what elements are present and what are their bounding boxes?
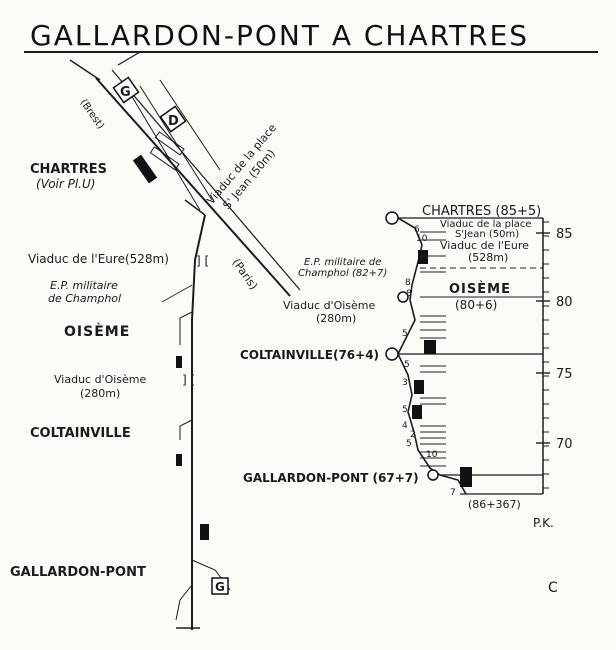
g-box-bottom xyxy=(211,577,229,595)
g-label: G xyxy=(120,85,131,100)
track-paris-2 xyxy=(111,69,301,291)
siding-coltainville xyxy=(179,419,193,440)
profile-viaduc-oiseme-len: (280m) xyxy=(316,312,356,325)
g-box xyxy=(112,76,140,104)
gradient-label: 2 xyxy=(410,430,416,440)
g-label-bottom: G xyxy=(215,580,225,594)
profile-oiseme: OISÈME xyxy=(449,281,511,297)
viaduc-oiseme-length: (280m) xyxy=(80,387,120,400)
profile-ep-champhol: Champhol (82+7) xyxy=(298,268,387,279)
brest-label: (Brest) xyxy=(78,97,106,131)
gradient-label: 8 xyxy=(405,278,411,288)
coltainville-building xyxy=(176,454,182,466)
pk-tick-label: 70 xyxy=(556,437,573,452)
chartres-sub: (Voir Pl.U) xyxy=(36,177,95,191)
station-building xyxy=(132,154,158,184)
ep-militaire-label: E.P. militaire xyxy=(50,279,118,292)
gallardon-building xyxy=(200,524,209,540)
pk-scale-labels: 85 80 75 70 xyxy=(556,227,573,452)
d-box xyxy=(159,105,187,133)
track-north xyxy=(117,51,141,66)
chartres-label: CHARTRES xyxy=(30,162,107,177)
block-5 xyxy=(460,467,472,487)
gallardon-marker xyxy=(427,469,439,481)
profile-coltainville: COLTAINVILLE(76+4) xyxy=(240,348,379,362)
block-1 xyxy=(418,250,428,264)
d-label: D xyxy=(168,114,179,129)
coltainville-label: COLTAINVILLE xyxy=(30,426,131,441)
profile-pk-label: P.K. xyxy=(533,516,554,530)
profile-viaduc-place-2: S'Jean (50m) xyxy=(455,229,519,240)
ep-champhol-label: de Champhol xyxy=(48,292,121,305)
profile-viaduc-eure: Viaduc de l'Eure xyxy=(440,239,529,252)
gradient-label: 5 xyxy=(406,439,412,449)
profile-gallardon: GALLARDON-PONT (67+7) xyxy=(243,471,419,485)
yard-line-1 xyxy=(127,89,201,211)
siding-gallardon-2 xyxy=(175,584,193,621)
coltainville-marker xyxy=(385,347,399,361)
profile-viaduc-eure-len: (528m) xyxy=(468,251,508,264)
track-gallardon xyxy=(191,214,206,630)
yard-line-3 xyxy=(159,79,221,171)
gradient-label: 4 xyxy=(402,421,408,431)
profile-ep-militaire: E.P. militaire de xyxy=(304,257,381,268)
pk-tick-label: 85 xyxy=(556,227,573,242)
oiseme-building xyxy=(176,356,182,368)
viaduc-eure-label: Viaduc de l'Eure(528m) xyxy=(28,252,169,266)
profile-origin: (86+367) xyxy=(468,498,521,511)
track-brest xyxy=(69,59,101,81)
gradient-label: 7 xyxy=(450,488,456,498)
page-mark: C xyxy=(548,580,558,596)
viaduc-eure-mark: ] [ xyxy=(196,254,209,268)
block-4 xyxy=(412,405,422,419)
gradient-label: 5 xyxy=(402,329,408,339)
oiseme-marker xyxy=(397,291,409,303)
gradient-label: 10 xyxy=(416,234,428,244)
ep-leader xyxy=(161,284,193,303)
viaduc-oiseme-mark: ] [ xyxy=(182,373,195,387)
gradient-label: 3 xyxy=(402,378,408,388)
block-2 xyxy=(424,340,436,354)
profile xyxy=(385,211,550,495)
profile-chartres: CHARTRES (85+5) xyxy=(422,204,541,219)
pk-tick-label: 75 xyxy=(556,367,573,382)
track-paris xyxy=(95,77,291,297)
platform-2 xyxy=(149,146,180,171)
junction xyxy=(184,199,206,216)
title: GALLARDON-PONT A CHARTRES xyxy=(30,19,529,52)
gradient-label: 10 xyxy=(426,450,438,460)
chartres-marker xyxy=(385,211,399,225)
pk-scale-ticks xyxy=(536,221,550,489)
pk-tick-label: 80 xyxy=(556,295,573,310)
profile-viaduc-place: Viaduc de la place xyxy=(440,219,532,230)
siding-oiseme xyxy=(179,311,193,345)
paris-label: (Paris) xyxy=(230,256,261,292)
platform-1 xyxy=(154,131,185,156)
profile-hatches xyxy=(420,231,446,467)
gallardon-label: GALLARDON-PONT xyxy=(10,565,146,580)
gradient-label: 6 xyxy=(414,225,420,235)
profile-viaduc-oiseme: Viaduc d'Oisème xyxy=(283,299,376,312)
viaduc-oiseme-label: Viaduc d'Oisème xyxy=(54,373,147,386)
oiseme-label: OISÈME xyxy=(64,323,130,340)
gradient-label: 8 xyxy=(406,289,412,299)
line-map: G D ] [ ] [ G xyxy=(69,51,301,630)
gradient-label: 5 xyxy=(402,405,408,415)
profile-oiseme-pk: (80+6) xyxy=(455,298,497,312)
block-3 xyxy=(414,380,424,394)
gradient-label: 5 xyxy=(404,360,410,370)
